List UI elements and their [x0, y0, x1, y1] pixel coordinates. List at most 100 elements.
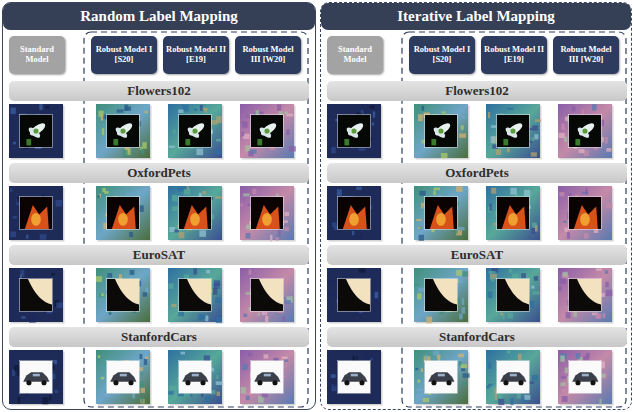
- reprogrammed-image: [327, 350, 381, 404]
- noise-pattern: [17, 197, 19, 203]
- dataset-label: Flowers102: [445, 84, 509, 98]
- noise-pattern: [204, 108, 207, 112]
- flower-petal: [186, 126, 201, 140]
- noise-pattern: [262, 312, 267, 316]
- flower-center: [33, 128, 38, 133]
- noise-pattern: [418, 227, 421, 229]
- noise-pattern: [462, 116, 465, 119]
- noise-pattern: [531, 152, 537, 156]
- noise-pattern: [592, 104, 597, 110]
- noise-pattern: [418, 226, 421, 229]
- flower-center: [192, 128, 197, 133]
- noise-pattern: [531, 286, 534, 289]
- noise-pattern: [559, 192, 564, 196]
- noise-pattern: [458, 227, 465, 231]
- noise-pattern: [252, 189, 256, 194]
- noise-pattern: [562, 389, 568, 393]
- pet-photo: [425, 197, 457, 229]
- car-wheel: [257, 380, 262, 385]
- noise-pattern: [330, 278, 335, 284]
- noise-pattern: [45, 106, 49, 109]
- noise-pattern: [99, 294, 105, 297]
- car-window: [351, 374, 358, 377]
- noise-pattern: [331, 147, 336, 153]
- image-frame: [425, 115, 458, 148]
- noise-pattern: [463, 271, 468, 276]
- header-label: Robust Model I [S20]: [411, 45, 473, 64]
- noise-pattern: [434, 188, 440, 191]
- noise-pattern: [572, 106, 576, 111]
- car-body: [500, 372, 526, 382]
- noise-pattern: [34, 271, 38, 276]
- car-photo: [425, 361, 457, 393]
- car-wheel: [41, 380, 46, 385]
- car-wheel: [113, 380, 118, 385]
- noise-pattern: [10, 188, 12, 192]
- noise-pattern: [178, 109, 183, 113]
- noise-pattern: [375, 292, 379, 299]
- noise-pattern: [54, 314, 56, 318]
- noise-pattern: [245, 233, 250, 239]
- panel-title: Iterative Label Mapping: [321, 3, 631, 30]
- noise-pattern: [563, 127, 565, 130]
- noise-pattern: [370, 106, 375, 109]
- car-body: [341, 372, 367, 382]
- header-label: Standard Model: [329, 45, 381, 64]
- pet-shape: [343, 205, 367, 229]
- satellite-photo: [569, 279, 601, 311]
- noise-pattern: [241, 387, 246, 394]
- satellite-field: [259, 279, 283, 305]
- noise-pattern: [284, 212, 289, 216]
- noise-pattern: [533, 291, 540, 294]
- noise-pattern: [168, 391, 173, 395]
- flower-photo: [20, 115, 52, 147]
- image-frame: [251, 279, 284, 312]
- noise-pattern: [13, 142, 16, 145]
- dataset-label: StanfordCars: [439, 330, 515, 344]
- satellite-photo: [425, 279, 457, 311]
- noise-pattern: [462, 382, 466, 385]
- flower-petal: [432, 126, 447, 140]
- dataset-band: StanfordCars: [327, 327, 627, 347]
- reprogrammed-image: [486, 350, 540, 404]
- noise-pattern: [489, 271, 496, 274]
- flower-photo: [107, 115, 139, 147]
- noise-pattern: [507, 350, 511, 353]
- noise-pattern: [605, 270, 608, 274]
- dataset-label: EuroSAT: [451, 248, 503, 262]
- noise-pattern: [494, 211, 497, 215]
- pet-photo: [107, 197, 139, 229]
- noise-pattern: [439, 312, 443, 315]
- noise-pattern: [42, 397, 48, 404]
- reprogrammed-image: [9, 268, 63, 322]
- satellite-photo: [179, 279, 211, 311]
- satellite-photo: [251, 279, 283, 311]
- noise-pattern: [332, 222, 337, 226]
- reprogrammed-image: [9, 186, 63, 240]
- noise-pattern: [265, 316, 268, 323]
- satellite-photo: [497, 279, 529, 311]
- noise-pattern: [202, 191, 206, 195]
- noise-pattern: [563, 272, 568, 277]
- noise-pattern: [243, 314, 247, 318]
- flower-photo: [251, 115, 283, 147]
- noise-pattern: [558, 133, 564, 138]
- noise-pattern: [368, 271, 375, 273]
- noise-pattern: [524, 395, 530, 400]
- noise-pattern: [534, 276, 538, 281]
- reprogrammed-image: [9, 350, 63, 404]
- reprogrammed-image: [96, 186, 150, 240]
- pet-photo: [569, 197, 601, 229]
- noise-pattern: [459, 314, 463, 320]
- noise-pattern: [603, 313, 606, 318]
- header-label: Robust Model I [S20]: [93, 45, 155, 64]
- satellite-field: [433, 279, 457, 305]
- flower-photo: [425, 115, 457, 147]
- car-body: [110, 372, 136, 382]
- satellite-photo: [20, 279, 52, 311]
- noise-pattern: [574, 311, 577, 317]
- noise-pattern: [491, 277, 494, 282]
- noise-pattern: [418, 288, 425, 292]
- image-frame: [338, 197, 371, 230]
- noise-pattern: [422, 106, 425, 111]
